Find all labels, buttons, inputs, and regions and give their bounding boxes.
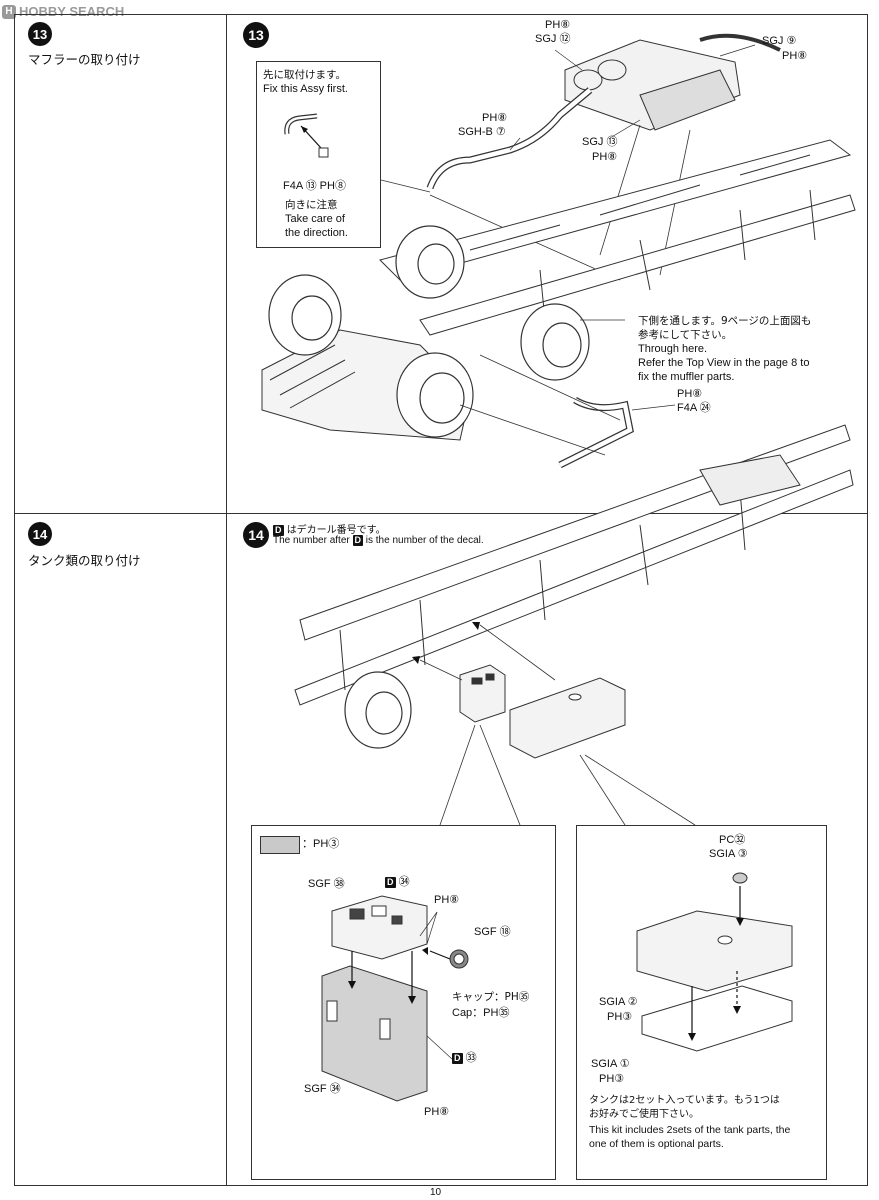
label-sgf34: SGF ㉞ — [304, 1083, 341, 1095]
page-number: 10 — [430, 1187, 442, 1198]
page-frame — [14, 14, 868, 1186]
label-sgia1-ph: PH③ — [599, 1073, 625, 1085]
step14-number-badge: 14 — [28, 522, 52, 546]
decal-note-en-pre: The number after — [273, 535, 350, 547]
battery-detail-box: ：PH③ SGF ㊳ D ㉞ PH⑧ SGF ⑱ キャップ：PH㉟ Cap：PH… — [251, 825, 556, 1180]
callout-direction-jp: 向きに注意 — [285, 199, 338, 211]
step14-diagram-badge: 14 — [243, 522, 269, 548]
watermark-text: HOBBY SEARCH — [19, 4, 125, 19]
label-sgf18: SGF ⑱ — [474, 926, 511, 938]
decal-33-value: ㉝ — [465, 1052, 477, 1064]
callout-en: Fix this Assy first. — [263, 83, 348, 95]
label-ph8-top: PH⑧ — [434, 894, 460, 906]
label-sgia2-ph: PH③ — [607, 1011, 633, 1023]
callout-direction-en1: Take care of — [285, 213, 345, 225]
label-sghb: SGH-B ⑦ — [458, 126, 506, 138]
tank-detail-box: PC㉜ SGIA ③ SGIA ② PH③ SGIA ① PH③ タンクは2セッ… — [576, 825, 827, 1180]
decal-d-icon: D — [273, 524, 284, 536]
label-sgf38: SGF ㊳ — [308, 878, 345, 890]
label-sghb-ph: PH⑧ — [482, 112, 508, 124]
watermark: H HOBBY SEARCH — [2, 4, 124, 19]
label-decal-34: D ㉞ — [385, 876, 410, 889]
step-divider — [14, 513, 868, 514]
tank-parts-illustration — [636, 872, 793, 1052]
label-pc32: PC㉜ — [719, 834, 746, 846]
label-decal-33: D ㉝ — [452, 1052, 477, 1065]
label-sgj13-ph: PH⑧ — [592, 151, 618, 163]
label-sgj13: SGJ ⑬ — [582, 136, 618, 148]
tank-note-en1: This kit includes 2sets of the tank part… — [589, 1124, 791, 1136]
decal-note-en: The number after D is the number of the … — [273, 535, 484, 546]
label-sgj9-ph: PH⑧ — [782, 50, 808, 62]
step13-number-badge: 13 — [28, 22, 52, 46]
through-note-en1: Through here. — [638, 343, 708, 355]
decal-note-jp-text: はデカール番号です。 — [286, 525, 386, 536]
watermark-logo: H — [2, 4, 16, 19]
label-sgia1: SGIA ① — [591, 1058, 630, 1070]
callout-jp: 先に取付けます。 — [263, 69, 346, 81]
step13-callout-box: 先に取付けます。 Fix this Assy first. F4A ⑬ PH⑧ … — [256, 61, 381, 248]
label-f4a24: F4A ㉔ — [677, 402, 711, 414]
label-sgia2: SGIA ② — [599, 996, 638, 1008]
column-divider — [226, 14, 227, 1186]
step13-diagram-badge: 13 — [243, 22, 269, 48]
step14-title: タンク類の取り付け — [28, 553, 141, 568]
callout-part-label: F4A ⑬ PH⑧ — [283, 180, 346, 192]
through-note-en3: fix the muffler parts. — [638, 371, 735, 383]
decal-d-icon-4: D — [452, 1052, 463, 1064]
step13-title: マフラーの取り付け — [28, 52, 141, 67]
decal-note-en-post: is the number of the decal. — [365, 535, 484, 547]
tank-note-jp1: タンクは2セット入っています。もう1つは — [589, 1095, 780, 1106]
through-note-jp1: 下側を通します。9ページの上面図も — [638, 315, 812, 327]
color-swatch — [260, 836, 300, 854]
decal-note-jp: D はデカール番号です。 — [273, 521, 386, 536]
decal-d-icon-3: D — [385, 876, 396, 888]
label-sgj9: SGJ ⑨ — [762, 35, 797, 47]
decal-34-value: ㉞ — [398, 876, 410, 888]
decal-d-icon-2: D — [352, 535, 363, 546]
tank-note-jp2: お好みでご使用下さい。 — [589, 1109, 699, 1120]
label-sgj12: SGJ ⑫ — [535, 33, 571, 45]
label-f4a24-ph: PH⑧ — [677, 388, 703, 400]
through-note-en2: Refer the Top View in the page 8 to — [638, 357, 810, 369]
swatch-legend: ：PH③ — [302, 838, 340, 850]
label-sgia3: SGIA ③ — [709, 848, 748, 860]
label-cap-en: Cap：PH㉟ — [452, 1007, 510, 1019]
callout-direction-en2: the direction. — [285, 227, 348, 239]
label-sgj12-ph: PH⑧ — [545, 19, 571, 31]
through-note-jp2: 参考にして下さい。 — [638, 329, 733, 341]
pipe-end-illustration — [284, 113, 329, 158]
label-ph8-bottom: PH⑧ — [424, 1106, 450, 1118]
battery-parts-illustration — [321, 895, 469, 1102]
tank-note-en2: one of them is optional parts. — [589, 1138, 724, 1150]
label-cap-jp: キャップ：PH㉟ — [452, 991, 530, 1003]
